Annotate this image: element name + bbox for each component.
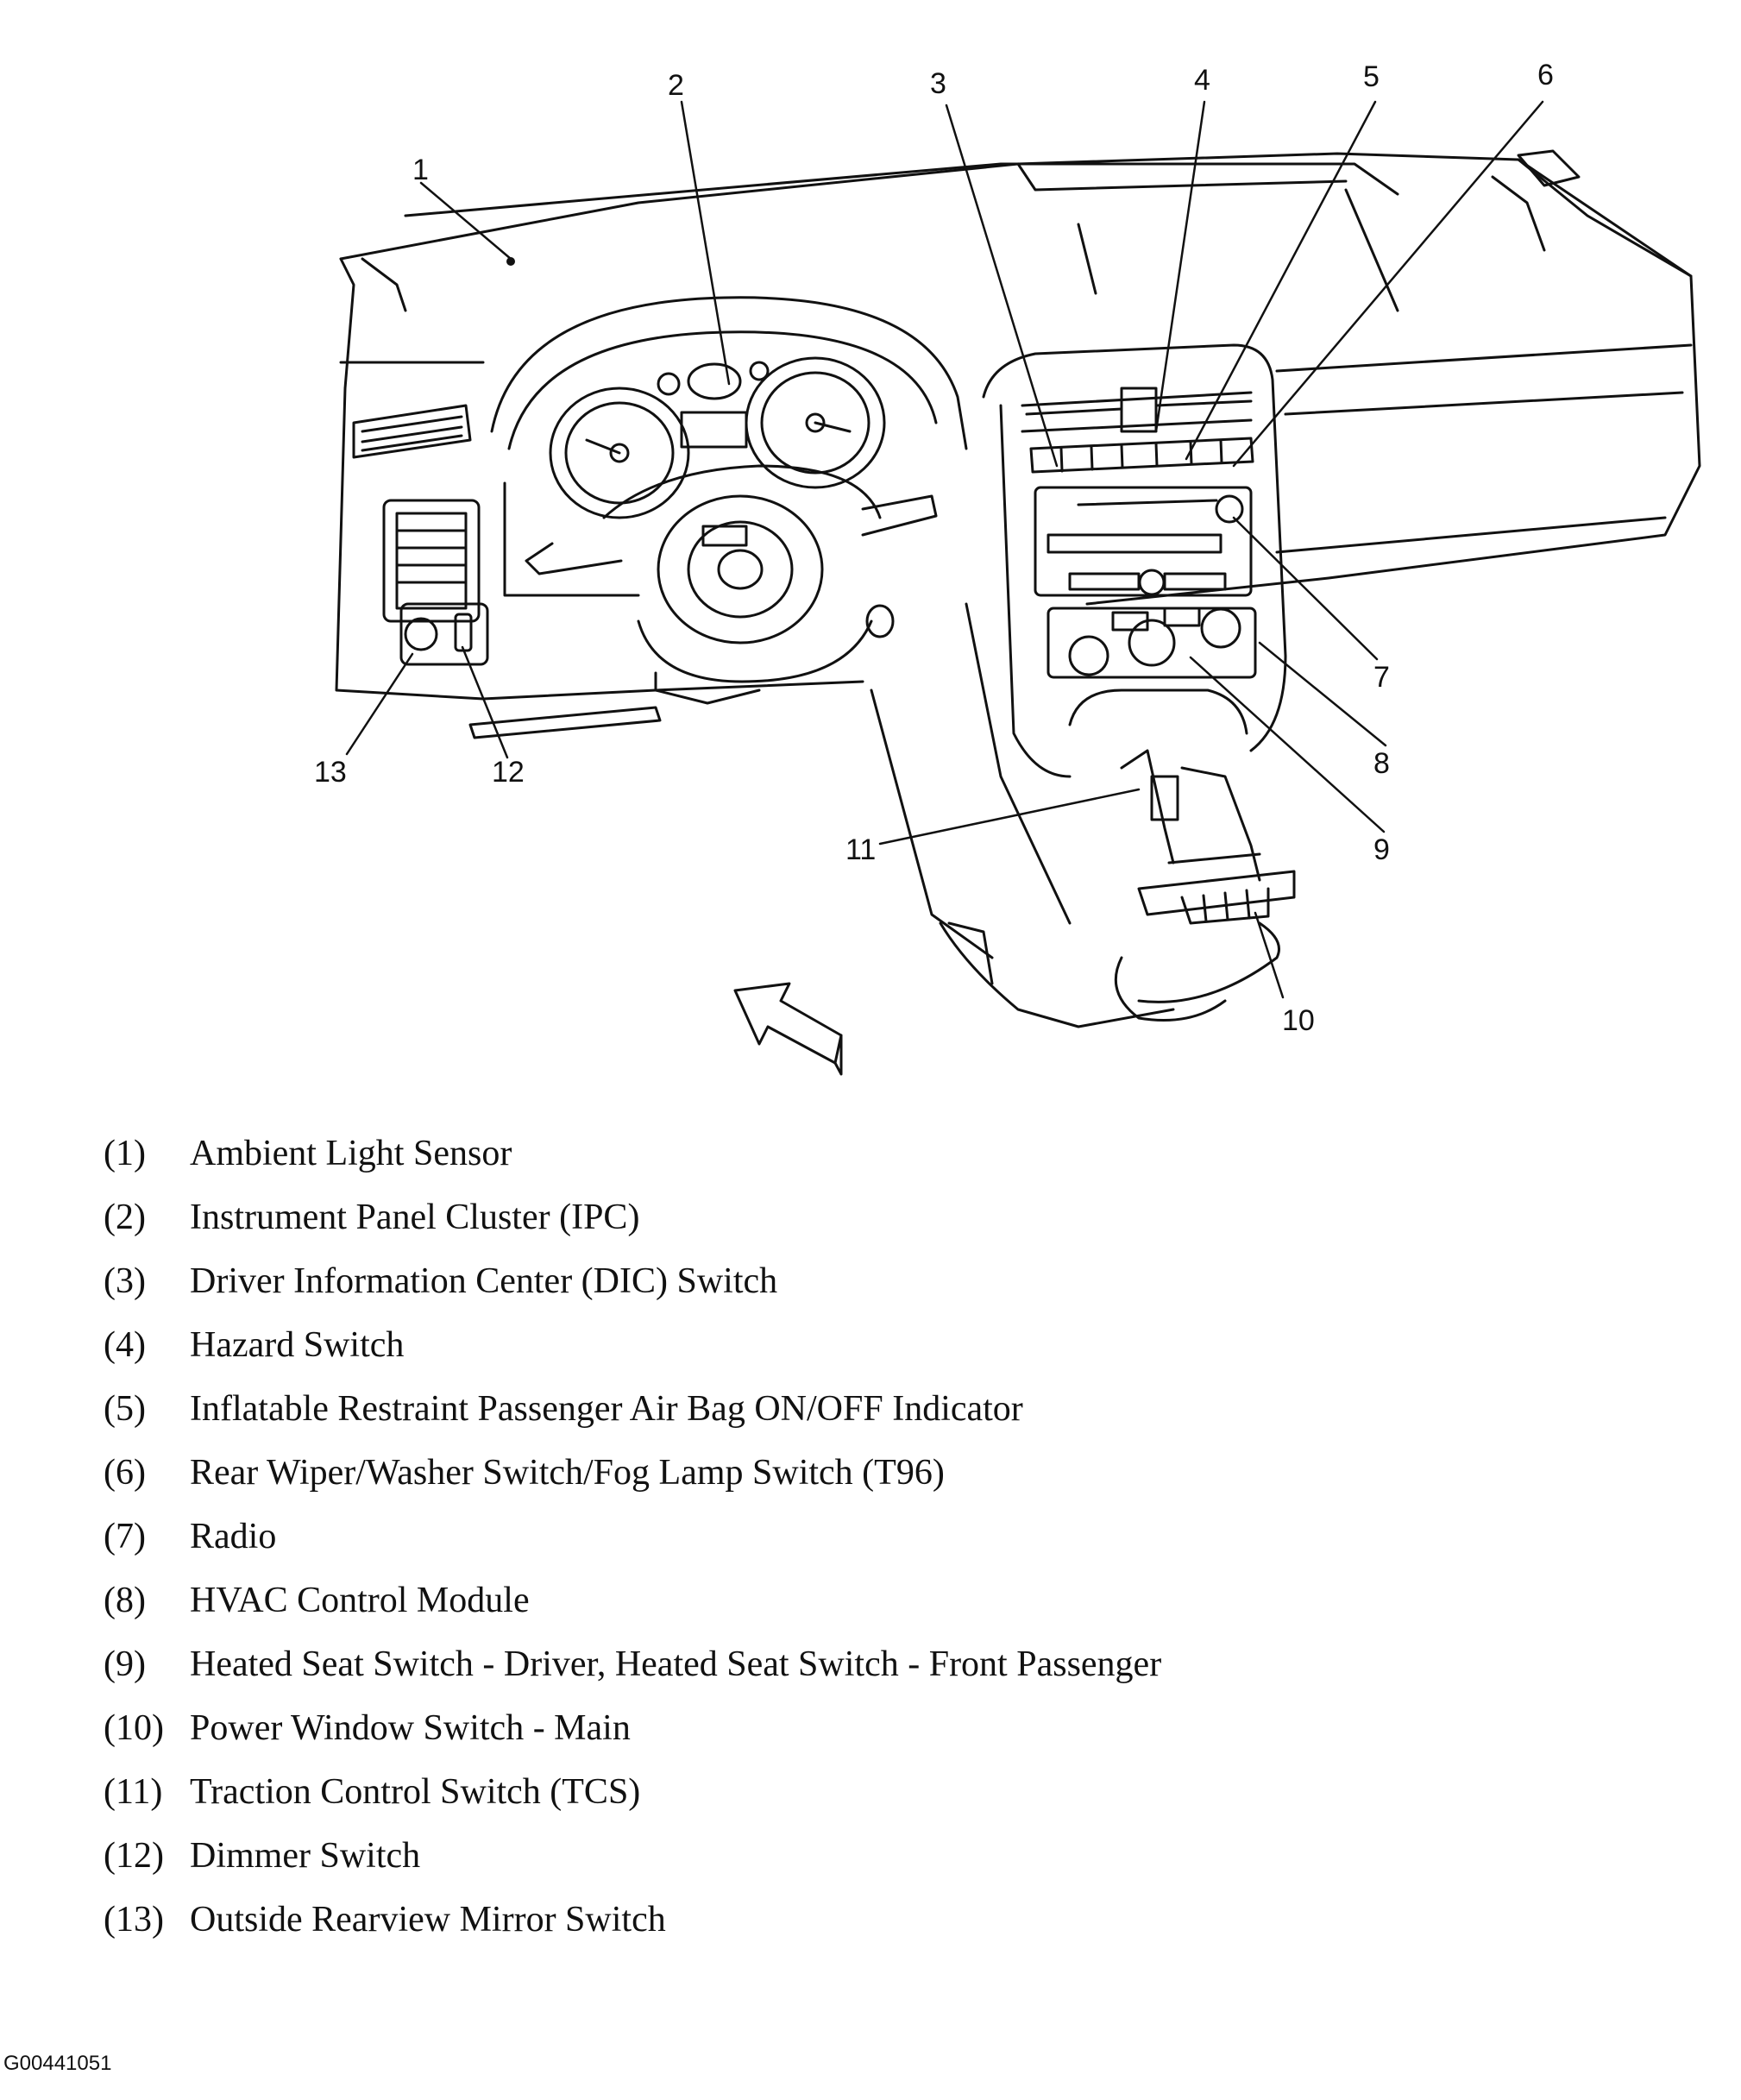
callout-numbers: 1 2 3 4 5 6 7 8 9 10 11 12 13 [314,59,1554,1037]
legend-item: (3) Driver Information Center (DIC) Switc… [104,1249,1570,1313]
legend-number: (6) [104,1453,146,1493]
legend-number: (3) [104,1261,146,1301]
legend-number: (9) [104,1644,146,1684]
legend-item: (1) Ambient Light Sensor [104,1122,1570,1185]
legend-label: Rear Wiper/Washer Switch/Fog Lamp Switch… [190,1453,945,1493]
callout-9: 9 [1373,833,1390,866]
leader-lines [345,100,1544,999]
legend-label: Power Window Switch - Main [190,1708,631,1748]
radio-knob-icon [1215,494,1244,524]
legend-item: (13) Outside Rearview Mirror Switch [104,1888,1570,1952]
legend-label: Dimmer Switch [190,1836,421,1876]
legend-number: (12) [104,1836,164,1876]
legend-label: Instrument Panel Cluster (IPC) [190,1198,640,1237]
gauge-cluster [549,356,886,519]
callout-11: 11 [845,833,876,866]
legend-number: (5) [104,1389,146,1429]
front-direction-arrow-icon [733,982,843,1076]
callout-4: 4 [1194,64,1210,97]
figure-id: G00441051 [3,2052,112,2075]
legend-number: (8) [104,1581,146,1620]
callout-3: 3 [930,67,946,100]
legend-item: (7) Radio [104,1505,1570,1569]
steering-column [525,464,1072,959]
legend-label: Radio [190,1517,277,1556]
dashboard-outline [335,149,1701,701]
legend-number: (1) [104,1134,146,1173]
hvac-panel [1046,607,1257,679]
callout-13: 13 [314,756,347,789]
callout-6: 6 [1537,59,1554,91]
callout-8: 8 [1373,747,1390,780]
legend-label: Driver Information Center (DIC) Switch [190,1261,778,1301]
legend-number: (4) [104,1325,146,1365]
legend-label: Heated Seat Switch - Driver, Heated Seat… [190,1644,1162,1684]
legend-number: (2) [104,1198,146,1237]
legend-label: Inflatable Restraint Passenger Air Bag O… [190,1389,1023,1429]
callout-12: 12 [492,756,525,789]
radio-unit [1034,486,1253,597]
legend-list: (1) Ambient Light Sensor (2) Instrument Pa… [104,1122,1570,1952]
legend-label: Traction Control Switch (TCS) [190,1772,641,1812]
instrument-cluster-hood [490,296,968,597]
legend-item: (5) Inflatable Restraint Passenger Air Ba… [104,1377,1570,1441]
legend-item: (12) Dimmer Switch [104,1824,1570,1888]
callout-10: 10 [1282,1004,1315,1037]
dashboard-diagram: 1 2 3 4 5 6 7 8 9 10 11 12 13 [314,59,1701,1076]
callout-2: 2 [668,69,684,102]
legend-label: Ambient Light Sensor [190,1134,512,1173]
legend-label: Hazard Switch [190,1325,405,1365]
center-stack [982,343,1287,778]
legend-item: (8) HVAC Control Module [104,1569,1570,1632]
legend-label: Outside Rearview Mirror Switch [190,1900,666,1940]
legend-number: (10) [104,1708,164,1748]
legend-item: (2) Instrument Panel Cluster (IPC) [104,1185,1570,1249]
legend-item: (10) Power Window Switch - Main [104,1696,1570,1760]
legend-number: (11) [104,1772,163,1812]
mirror-switch-knob-icon [404,617,438,651]
legend-item: (6) Rear Wiper/Washer Switch/Fog Lamp Swi… [104,1441,1570,1505]
left-vents [352,404,662,739]
console-shifter [939,688,1296,1028]
legend-number: (7) [104,1517,146,1556]
ambient-light-sensor-icon [506,257,515,266]
legend-item: (11) Traction Control Switch (TCS) [104,1760,1570,1824]
legend-label: HVAC Control Module [190,1581,530,1620]
legend-number: (13) [104,1900,164,1940]
callout-5: 5 [1363,60,1380,93]
callout-7: 7 [1373,661,1390,694]
legend-item: (9) Heated Seat Switch - Driver, Heated S… [104,1632,1570,1696]
dimmer-switch-icon [454,613,473,652]
callout-1: 1 [412,154,429,186]
legend-item: (4) Hazard Switch [104,1313,1570,1377]
